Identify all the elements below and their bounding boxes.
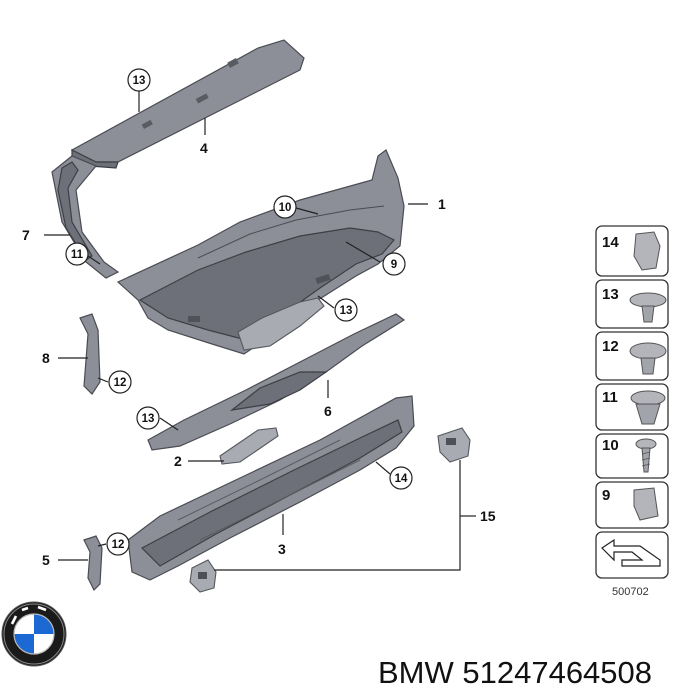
part-3-bottom-panel	[127, 395, 415, 581]
svg-text:13: 13	[340, 305, 353, 317]
winged-rivet-icon	[630, 390, 666, 425]
svg-text:12: 12	[114, 377, 127, 389]
expanding-rivet-icon	[629, 342, 667, 375]
part-caption: BMW 51247464508	[378, 655, 652, 690]
callout-number: 7	[22, 227, 30, 243]
circled-callout: 14	[389, 466, 413, 490]
bmw-logo	[1, 601, 67, 667]
callout-number: 5	[42, 552, 50, 568]
clip-nut-icon	[633, 487, 659, 521]
svg-text:12: 12	[112, 539, 125, 551]
svg-text:13: 13	[142, 413, 155, 425]
callout-number: 1	[438, 196, 446, 212]
fastener-legend: 14 13 12 11	[595, 225, 669, 598]
legend-item: 13	[595, 279, 669, 329]
circled-callout: 13	[127, 68, 151, 92]
legend-item	[595, 531, 669, 579]
plastic-nut-icon	[633, 231, 661, 271]
svg-text:12: 12	[602, 338, 619, 355]
svg-text:14: 14	[602, 234, 619, 251]
svg-text:13: 13	[602, 286, 619, 303]
part-1-tailgate-panel	[116, 149, 405, 355]
circled-callout: 12	[106, 532, 130, 556]
circled-callout: 10	[273, 195, 297, 219]
circled-callout: 13	[334, 298, 358, 322]
screw-icon	[635, 438, 657, 473]
part-4-upper-trim	[70, 39, 305, 169]
part-8-bracket	[79, 313, 101, 395]
arrow-shape-icon	[601, 538, 661, 567]
callout-number: 3	[278, 541, 286, 557]
callout-number: 6	[324, 403, 332, 419]
svg-text:10: 10	[602, 437, 619, 454]
part-15-latch-bracket-lower	[189, 559, 217, 593]
expanding-rivet-icon	[629, 292, 667, 323]
legend-item: 12	[595, 331, 669, 381]
svg-text:9: 9	[602, 487, 610, 504]
svg-text:11: 11	[71, 249, 84, 261]
legend-item: 14	[595, 225, 669, 277]
svg-text:14: 14	[395, 473, 408, 485]
leader-lines	[44, 90, 476, 571]
callout-number: 15	[480, 508, 496, 524]
circled-callout: 12	[108, 370, 132, 394]
legend-item: 10	[595, 433, 669, 479]
legend-item: 11	[595, 383, 669, 431]
circled-callout: 11	[65, 242, 89, 266]
part-2-handle	[219, 427, 279, 465]
circled-callout: 13	[136, 406, 160, 430]
svg-text:9: 9	[391, 259, 397, 271]
callout-number: 4	[200, 140, 208, 156]
svg-text:10: 10	[279, 202, 292, 214]
part-15-latch-bracket-upper	[437, 427, 471, 463]
svg-text:11: 11	[602, 389, 618, 406]
circled-callout: 9	[382, 252, 406, 276]
callout-number: 2	[174, 453, 182, 469]
callout-number: 8	[42, 350, 50, 366]
part-5-clip	[83, 535, 103, 592]
diagram-code: 500702	[612, 586, 649, 598]
legend-item: 9	[595, 481, 669, 529]
part-6-lower-strip	[147, 313, 406, 451]
svg-text:13: 13	[133, 75, 146, 87]
